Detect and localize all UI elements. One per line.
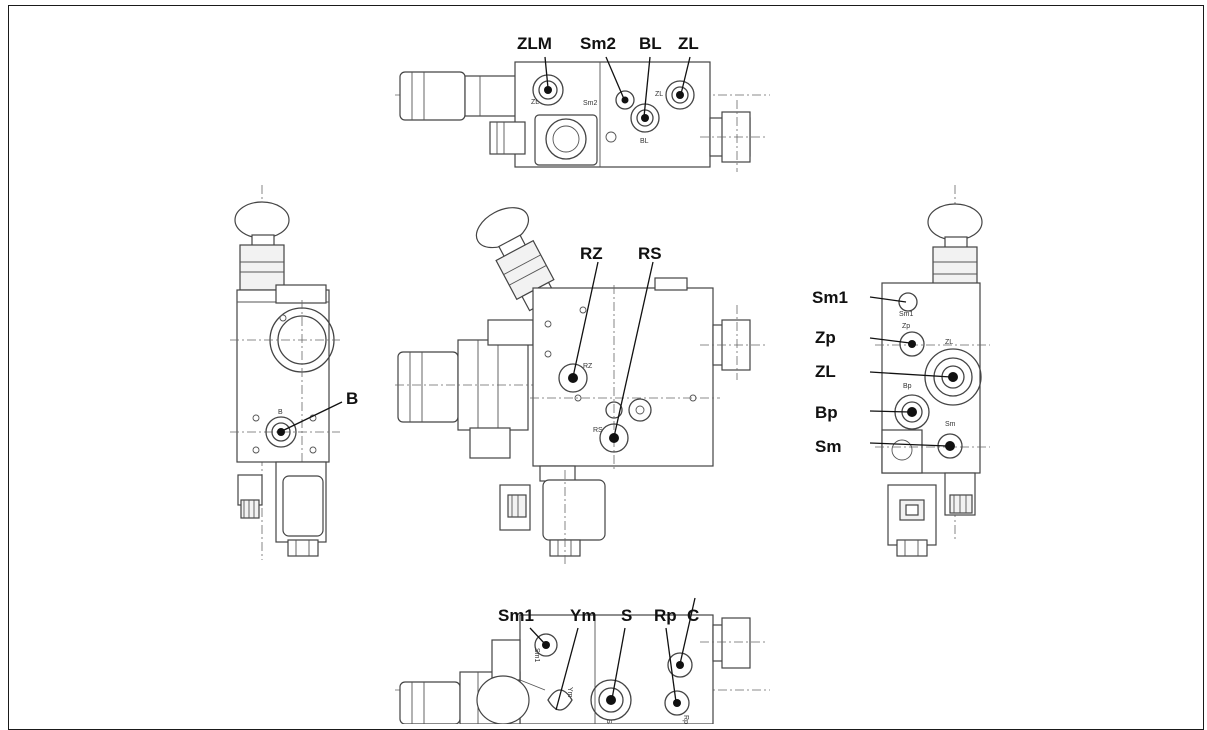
engraved-s: S [605, 719, 612, 724]
engraved-rz: RZ [583, 363, 593, 370]
label-zlm: ZLM [517, 34, 552, 53]
engraved-b: B [278, 409, 283, 416]
left-view: B B [230, 185, 358, 560]
label-bp: Bp [815, 403, 838, 422]
engraved-bp: Bp [903, 383, 912, 390]
engraved-zl: ZL [945, 339, 953, 346]
label-c: C [687, 606, 699, 625]
label-zl-right: ZL [815, 362, 836, 381]
label-s: S [621, 606, 632, 625]
label-sm1: Sm1 [812, 288, 848, 307]
front-view: RZ RS RZ RS [395, 207, 768, 565]
engraved-zl: ZL [655, 91, 663, 98]
label-b: B [346, 389, 358, 408]
engraved-bl: BL [640, 138, 649, 145]
label-rz: RZ [580, 244, 603, 263]
label-zl: ZL [678, 34, 699, 53]
label-zp: Zp [815, 328, 836, 347]
engraved-rp: Rp [682, 715, 689, 724]
engraved-sm2: Sm2 [583, 100, 598, 107]
engraved-sm: Sm [945, 421, 956, 428]
label-ym: Ym [570, 606, 596, 625]
label-sm1-bottom: Sm1 [498, 606, 534, 625]
engraved-zp: Zp [902, 323, 910, 330]
engraved-sm1: Sm1 [899, 311, 914, 318]
right-view: Sm1 Zp ZL Bp Sm Sm1 Zp ZL Bp Sm [812, 185, 990, 557]
engraved-sm1-bottom: Sm1 [533, 648, 540, 663]
top-view: ZL Sm2 ZL BL ZLM Sm2 BL ZL [395, 34, 770, 172]
engraved-zl-left: ZL [531, 99, 539, 106]
label-bl: BL [639, 34, 662, 53]
bottom-view: Sm1 Ym S Rp Sm1 Ym S Rp C [395, 597, 770, 724]
engraved-rs: RS [593, 427, 603, 434]
label-sm2: Sm2 [580, 34, 616, 53]
label-rp: Rp [654, 606, 677, 625]
engraved-ym: Ym [566, 687, 573, 698]
label-sm: Sm [815, 437, 841, 456]
label-rs: RS [638, 244, 662, 263]
